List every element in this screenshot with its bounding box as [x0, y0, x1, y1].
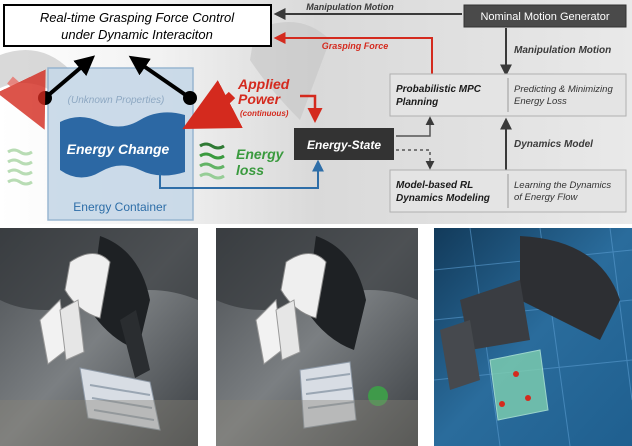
rl-desc-line1: Learning the Dynamics	[514, 180, 611, 191]
rl-desc-line2: of Energy Flow	[514, 192, 578, 203]
applied-power-arrow-right	[182, 80, 243, 129]
manipulation-motion-label-side: Manipulation Motion	[514, 45, 611, 56]
unknown-properties-label: (Unknown Properties)	[68, 95, 165, 106]
energy-loss-label-line1: Energy	[236, 146, 285, 162]
applied-power-label-line1: Applied	[237, 76, 290, 92]
left-pincer-arm	[43, 55, 96, 100]
energy-loss-waves-right	[199, 142, 225, 180]
energy-change-label: Energy Change	[67, 141, 170, 157]
applied-power-label-line2: Power	[238, 91, 282, 107]
title-box	[3, 4, 272, 47]
energy-loss-waves-left	[7, 148, 33, 186]
nominal-motion-generator-box	[463, 4, 627, 28]
applied-power-note: (continuous)	[240, 109, 289, 118]
energy-state-box	[294, 128, 394, 160]
title-line1: Real-time Grasping Force Control	[40, 10, 235, 25]
energy-container-label: Energy Container	[73, 200, 166, 214]
container-to-energy-state-arrow	[159, 159, 324, 189]
photo-panel-3	[433, 227, 632, 446]
nominal-motion-generator-label: Nominal Motion Generator	[480, 11, 609, 23]
mpc-title-line1: Probabilistic MPC	[396, 84, 482, 95]
power-to-energy-state-arrow	[300, 94, 323, 123]
photo-panel-2	[216, 228, 418, 446]
mpc-desc-line1: Predicting & Minimizing	[514, 84, 613, 95]
left-pincer-joint	[38, 91, 52, 105]
right-pincer-arm	[128, 55, 192, 100]
rl-title-line2: Dynamics Modeling	[396, 193, 490, 204]
dynamics-model-label: Dynamics Model	[514, 139, 593, 150]
right-pincer-joint	[183, 91, 197, 105]
applied-power-arrow-left	[0, 69, 46, 130]
energy-change-liquid	[60, 112, 185, 178]
grasping-force-label: Grasping Force	[322, 41, 389, 51]
mpc-desc-line2: Energy Loss	[514, 96, 567, 107]
energy-state-label: Energy-State	[307, 138, 381, 152]
title-line2: under Dynamic Interaciton	[61, 27, 213, 42]
energy-state-to-mpc-arrow	[396, 116, 435, 137]
energy-loss-label-line2: loss	[236, 162, 264, 178]
manipulation-motion-label-top: Manipulation Motion	[306, 2, 394, 12]
rl-title-line1: Model-based RL	[396, 180, 473, 191]
photo-panel-1	[0, 228, 198, 446]
grasping-force-arrow	[273, 32, 433, 78]
mpc-title-line2: Planning	[396, 97, 438, 108]
